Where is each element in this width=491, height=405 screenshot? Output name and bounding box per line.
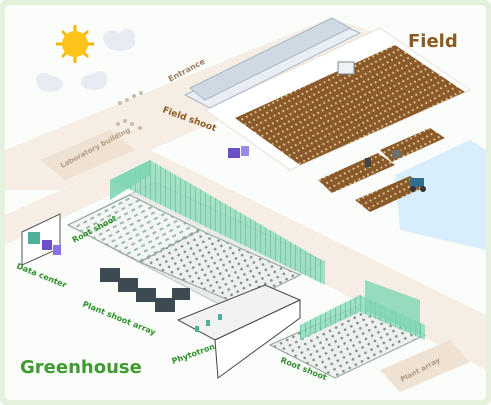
field-label: Field [408,31,458,52]
shoot-array-racks [100,268,190,312]
greenhouse-label: Greenhouse [20,357,142,378]
field-soil [235,45,465,165]
plant-array-plate [380,340,470,392]
sun-icon [56,25,94,63]
robot-icon [228,146,249,158]
greenhouse-back-wall [110,160,325,285]
tractor-icon [410,178,426,192]
field-plot [355,176,425,212]
phytotron-windows [195,314,222,332]
data-center-server [28,232,40,244]
plant-shoot-array-area [138,229,302,306]
robot-icon [365,150,401,167]
right-greenhouse-side [365,280,420,335]
robot-icon [42,240,61,255]
water-area [395,140,486,250]
cloud-icon [36,71,107,92]
field-plot [318,153,395,193]
cloud-icon [103,29,135,51]
laboratory-building-plate [40,130,135,180]
footprints-icon [116,91,143,130]
field-shoot-unit [337,61,355,75]
greenhouse-left-wall [110,160,150,200]
phytotron-front-wall [214,299,301,379]
field-shoot-house-roof [189,17,352,101]
